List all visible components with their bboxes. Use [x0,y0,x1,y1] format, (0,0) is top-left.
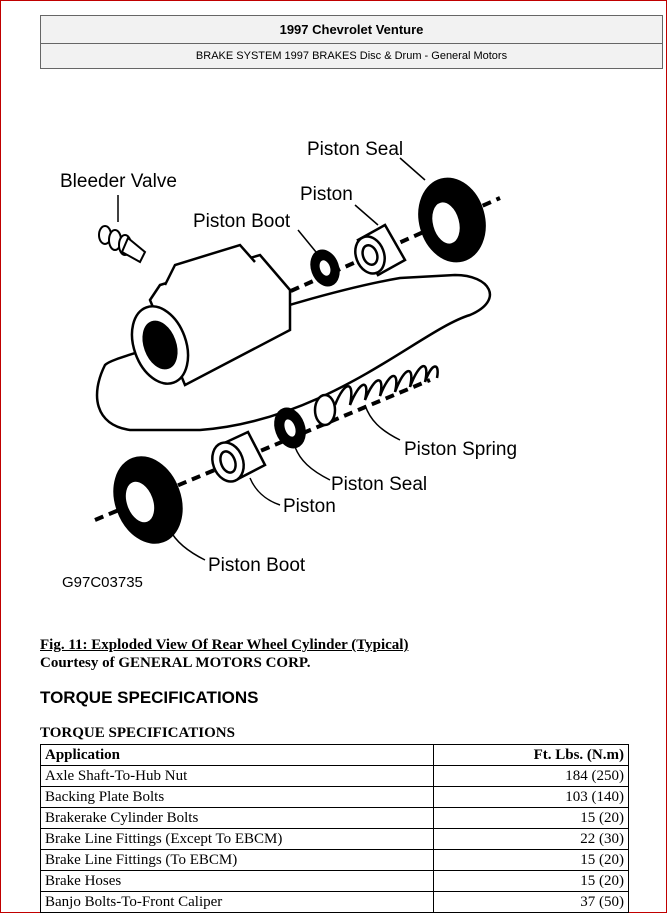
label-piston-boot-top: Piston Boot [193,211,291,232]
table-row: Brake Hoses 15 (20) [40,870,629,892]
header-torque: Ft. Lbs. (N.m) [433,744,629,766]
table-header-row: Application Ft. Lbs. (N.m) [40,744,629,766]
label-piston-boot-bottom: Piston Boot [208,555,306,576]
leader-piston-boot-top [297,229,317,253]
label-piston-bottom: Piston [283,496,336,517]
torque-table: Application Ft. Lbs. (N.m) Axle Shaft-To… [40,744,629,913]
piston-bottom-shape [211,430,267,483]
table-row: Banjo Bolts-To-Front Caliper 37 (50) [40,891,629,913]
leader-piston-top [354,204,379,226]
cell-torque: 103 (140) [433,786,629,808]
caption-title: Fig. 11: Exploded View Of Rear Wheel Cyl… [40,637,409,653]
cell-application: Backing Plate Bolts [40,786,434,808]
document-header: 1997 Chevrolet Venture BRAKE SYSTEM 1997… [40,15,663,69]
section-heading: TORQUE SPECIFICATIONS [40,688,259,707]
table-row: Axle Shaft-To-Hub Nut 184 (250) [40,765,629,787]
piston-boot-bottom-shape [113,456,183,544]
table-row: Brake Line Fittings (To EBCM) 15 (20) [40,849,629,871]
table-row: Backing Plate Bolts 103 (140) [40,786,629,808]
cell-torque: 22 (30) [433,828,629,850]
figure-caption: Fig. 11: Exploded View Of Rear Wheel Cyl… [40,636,408,672]
document-title: 1997 Chevrolet Venture [41,16,662,44]
cell-application: Banjo Bolts-To-Front Caliper [40,891,434,913]
leader-piston-seal-top [399,157,426,181]
piston-spring-shape [313,364,439,427]
label-piston-seal-bottom: Piston Seal [331,474,427,495]
bleeder-valve-shape [98,225,147,264]
table-row: Brake Line Fittings (Except To EBCM) 22 … [40,828,629,850]
leader-piston-seal-bottom [294,446,331,481]
cylinder-body [130,243,292,387]
figure-code: G97C03735 [62,574,143,591]
cell-torque: 15 (20) [433,870,629,892]
piston-boot-top-shape [310,249,340,287]
piston-top-shape [354,223,407,277]
label-piston-spring: Piston Spring [404,439,517,460]
cell-application: Axle Shaft-To-Hub Nut [40,765,434,787]
piston-seal-bottom-shape [274,407,306,449]
label-bleeder-valve: Bleeder Valve [60,171,177,192]
cell-application: Brakerake Cylinder Bolts [40,807,434,829]
leader-piston-bottom [249,477,281,506]
cell-application: Brake Hoses [40,870,434,892]
document-subtitle: BRAKE SYSTEM 1997 BRAKES Disc & Drum - G… [195,50,508,62]
cell-torque: 15 (20) [433,849,629,871]
label-piston-seal-top: Piston Seal [307,139,403,160]
cell-application: Brake Line Fittings (Except To EBCM) [40,828,434,850]
caption-credit: Courtesy of GENERAL MOTORS CORP. [40,655,311,671]
cell-application: Brake Line Fittings (To EBCM) [40,849,434,871]
table-title: TORQUE SPECIFICATIONS [40,725,235,741]
label-piston-top: Piston [300,184,353,205]
cell-torque: 184 (250) [433,765,629,787]
piston-seal-top-shape [418,177,486,263]
leader-piston-boot-bottom [169,529,206,561]
cell-torque: 37 (50) [433,891,629,913]
exploded-view-diagram: Piston Seal Bleeder Valve Piston Piston … [60,139,517,591]
cell-torque: 15 (20) [433,807,629,829]
leader-piston-spring [364,404,401,441]
table-row: Brakerake Cylinder Bolts 15 (20) [40,807,629,829]
header-application: Application [40,744,434,766]
